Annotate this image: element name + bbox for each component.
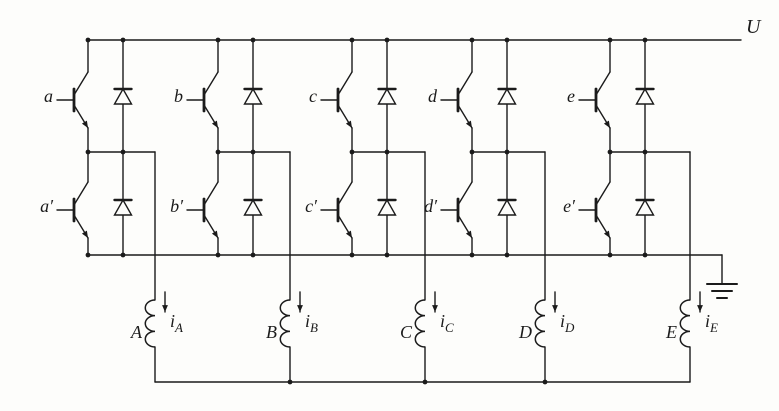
current-label-b: iB — [305, 311, 318, 335]
diode-b-upper — [243, 87, 263, 105]
transistor-b-upper: b — [174, 71, 219, 129]
current-arrow-d — [552, 291, 558, 313]
winding-a-label: A — [130, 322, 143, 342]
diode-b-lower — [243, 198, 263, 216]
current-label-c: iC — [440, 311, 454, 335]
phase-d: d d′ DiD — [424, 37, 575, 383]
transistor-b-lower-label: b′ — [170, 196, 184, 216]
winding-d — [534, 299, 546, 348]
transistor-e-upper-label: e — [567, 86, 575, 106]
transistor-c-lower: c′ — [305, 181, 353, 239]
winding-d-label: D — [518, 322, 532, 342]
transistor-a-lower-label: a′ — [40, 196, 54, 216]
transistor-d-lower: d′ — [424, 181, 473, 239]
transistor-d-upper: d — [428, 71, 473, 129]
winding-b — [279, 299, 291, 348]
current-arrow-b — [297, 291, 303, 313]
phase-b: b b′ BiB — [170, 37, 318, 383]
winding-e — [679, 299, 691, 348]
transistor-c-upper: c — [309, 71, 353, 129]
transistor-c-upper-label: c — [309, 86, 317, 106]
current-arrow-a — [162, 291, 168, 313]
winding-c — [414, 299, 426, 348]
phase-e: e e′ EiE — [563, 37, 718, 383]
phase-a: a a′ AiA — [40, 37, 183, 383]
transistor-b-lower: b′ — [170, 181, 219, 239]
current-label-a: iA — [170, 311, 183, 335]
transistor-a-lower: a′ — [40, 181, 89, 239]
transistor-a-upper-label: a — [44, 86, 53, 106]
winding-a — [144, 299, 156, 348]
transistor-e-lower-label: e′ — [563, 196, 576, 216]
diode-e-lower — [635, 198, 655, 216]
neutral-rail — [154, 379, 691, 385]
diode-d-upper — [497, 87, 517, 105]
diode-a-lower — [113, 198, 133, 216]
transistor-c-lower-label: c′ — [305, 196, 318, 216]
diode-c-lower — [377, 198, 397, 216]
phase-c: c c′ CiC — [305, 37, 454, 383]
ground-symbol — [706, 254, 738, 299]
transistor-d-upper-label: d — [428, 86, 438, 106]
inverter-circuit: a a′ AiA b b′ BiB c c′ CiC d d′ DiD e e′ EiE — [40, 37, 742, 385]
winding-e-label: E — [665, 322, 677, 342]
transistor-b-upper-label: b — [174, 86, 183, 106]
transistor-e-upper: e — [567, 71, 611, 129]
current-arrow-c — [432, 291, 438, 313]
winding-b-label: B — [266, 322, 277, 342]
winding-c-label: C — [400, 322, 413, 342]
transistor-e-lower: e′ — [563, 181, 611, 239]
diode-a-upper — [113, 87, 133, 105]
transistor-d-lower-label: d′ — [424, 196, 438, 216]
current-arrow-e — [697, 291, 703, 313]
current-label-e: iE — [705, 311, 718, 335]
diode-d-lower — [497, 198, 517, 216]
transistor-a-upper: a — [44, 71, 89, 129]
diode-e-upper — [635, 87, 655, 105]
current-label-d: iD — [560, 311, 575, 335]
diode-c-upper — [377, 87, 397, 105]
supply-voltage-label: U — [746, 16, 762, 38]
